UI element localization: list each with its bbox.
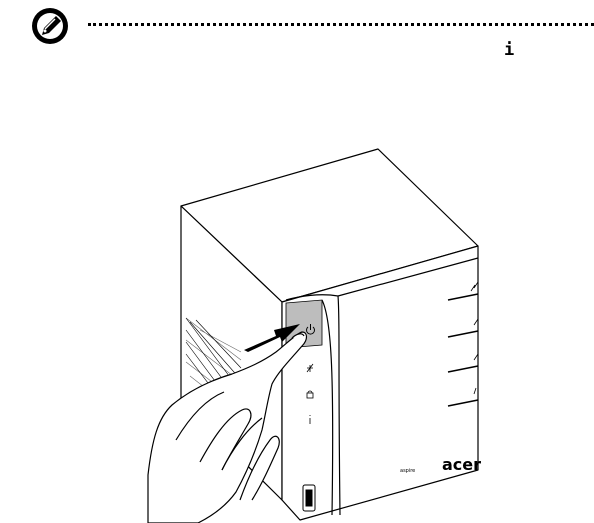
nas-device-illustration: acer aspire <box>140 140 500 523</box>
info-glyph: i <box>504 40 514 60</box>
usb-port <box>303 485 315 511</box>
brand-logo: acer <box>442 455 481 474</box>
note-pen-icon <box>30 6 70 46</box>
note-separator <box>88 23 594 26</box>
series-logo: aspire <box>400 468 415 474</box>
